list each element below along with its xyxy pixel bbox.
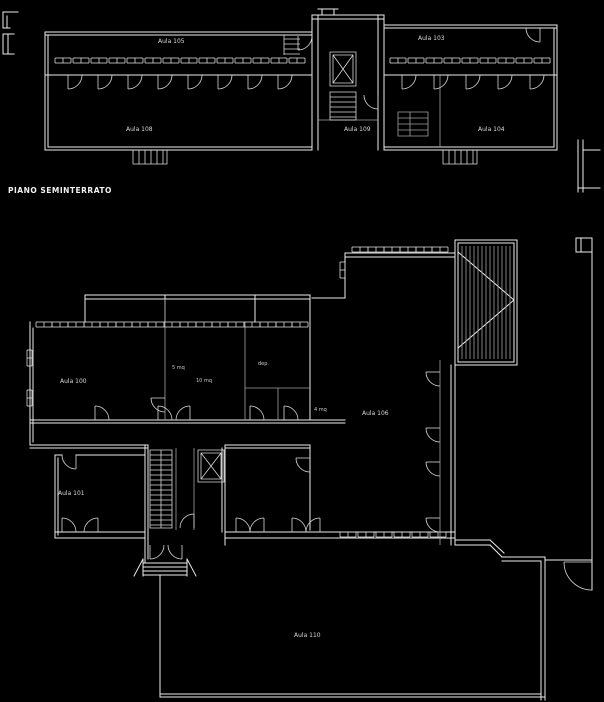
room-label-mis-a: 5 mq <box>172 365 185 371</box>
terra-stairs <box>149 449 173 529</box>
elevator-symbol <box>329 51 357 121</box>
plan-seminterrato: Aula 105 Aula 103 Aula 108 Aula 109 Aula… <box>2 8 601 195</box>
room-label-aula-106: Aula 106 <box>362 410 389 417</box>
terra-walls <box>29 237 593 701</box>
seminterrato-exterior-stairs <box>132 35 478 165</box>
caption-piano-seminterrato: PIANO SEMINTERRATO <box>8 186 112 195</box>
room-label-aula-110: Aula 110 <box>294 632 321 639</box>
seminterrato-doors <box>67 27 545 110</box>
room-label-mis-b: 10 mq <box>196 378 212 384</box>
room-label-aula-103: Aula 103 <box>418 35 445 42</box>
terra-windows <box>26 246 449 538</box>
room-label-aula-105: Aula 105 <box>158 38 185 45</box>
room-label-aula-100: Aula 100 <box>60 378 87 385</box>
seminterrato-windows <box>54 57 551 64</box>
room-label-deposito: dep. <box>258 361 269 367</box>
room-label-aula-104: Aula 104 <box>478 126 505 133</box>
room-label-aula-101: Aula 101 <box>58 490 85 497</box>
terra-partitions <box>164 299 441 545</box>
terra-doors <box>61 371 593 591</box>
seminterrato-walls <box>2 8 601 193</box>
plan-piano-terra: Aula 100 5 mq 10 mq dep. 4 mq Aula 106 A… <box>26 237 593 701</box>
terra-elevator-symbol <box>197 449 225 483</box>
room-label-aula-108: Aula 108 <box>126 126 153 133</box>
room-label-aula-109: Aula 109 <box>344 126 371 133</box>
room-label-mis-c: 4 mq <box>314 407 327 413</box>
terra-hatch-lines <box>461 246 511 359</box>
